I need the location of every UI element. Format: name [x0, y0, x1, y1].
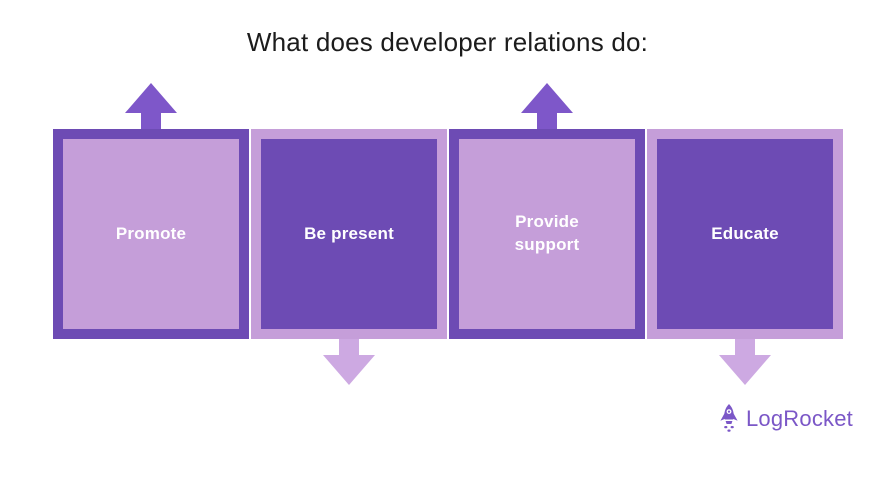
box-be-present: Be present [251, 129, 447, 339]
up-arrow-head [125, 83, 177, 113]
logrocket-wordmark: LogRocket [746, 406, 853, 431]
up-arrow-icon [125, 83, 177, 129]
up-arrow-shaft [537, 113, 557, 129]
down-arrow-icon [323, 339, 375, 385]
box-educate: Educate [647, 129, 843, 339]
box-promote: Promote [53, 129, 249, 339]
diagram-column-educate: Educate [647, 83, 843, 385]
logrocket-logo: LogRocket [716, 403, 853, 435]
diagram-column-provide-support: Provide support [449, 83, 645, 385]
diagram-column-be-present: Be present [251, 83, 447, 385]
rocket-icon [720, 404, 738, 432]
box-label: Be present [304, 223, 394, 243]
page-title: What does developer relations do: [246, 27, 649, 57]
devrel-diagram: Promote Be present Provide support [53, 83, 843, 385]
down-arrow-shaft [339, 339, 359, 355]
up-arrow-icon [521, 83, 573, 129]
down-arrow-shaft [735, 339, 755, 355]
box-label: Promote [115, 223, 187, 243]
up-arrow-shaft [141, 113, 161, 129]
up-arrow-head [521, 83, 573, 113]
diagram-column-promote: Promote [53, 83, 249, 385]
box-label: Provide support [514, 212, 580, 254]
down-arrow-icon [719, 339, 771, 385]
box-provide-support: Provide support [449, 129, 645, 339]
down-arrow-head [323, 355, 375, 385]
down-arrow-head [719, 355, 771, 385]
box-label: Educate [711, 223, 779, 243]
